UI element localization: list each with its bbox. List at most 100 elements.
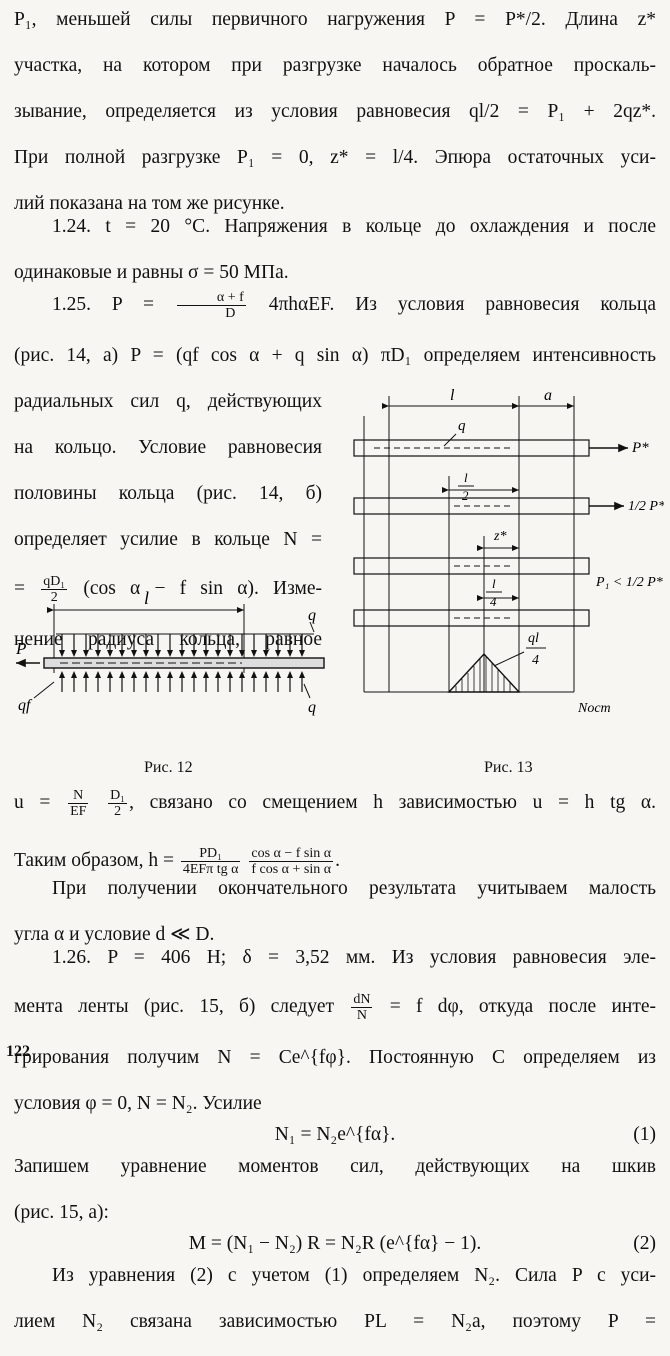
numerator: qD₁ [41, 574, 68, 590]
text-fragment: мента ленты (рис. 15, б) следует [14, 995, 335, 1017]
equation-number: (1) [633, 1124, 656, 1145]
hatching [455, 656, 511, 692]
label-l: l [450, 387, 455, 404]
denominator: D [225, 306, 236, 321]
denominator: N [356, 1008, 367, 1023]
text-fragment: 4πhαEF. Из условия равновесия кольца [268, 293, 657, 315]
label-half-l-d: 2 [462, 488, 469, 503]
label-P1: P₁ < 1/2 P* [595, 575, 663, 590]
band-4 [353, 609, 590, 627]
equation-body: M = (N₁ − N₂) R = N₂R (e^{fα} − 1). [188, 1233, 482, 1254]
label-Nost: Nост [577, 701, 611, 716]
distributed-load-bottom-heads [59, 671, 305, 678]
label-Pstar: P* [631, 440, 649, 456]
text-line: участка, на котором при разгрузке начало… [14, 55, 656, 76]
label-ql4-d: 4 [532, 653, 539, 668]
label-q: q [458, 418, 466, 434]
leader-line [303, 683, 311, 699]
text-fragment: , связано со смещением h зависимостью u … [129, 791, 656, 813]
label-ql4-n: ql [528, 631, 539, 646]
text-line: 1.26. P = 406 Н; δ = 3,52 мм. Из условия… [52, 947, 656, 968]
figure-13: l a q P* l 2 1/2 P* z* [353, 387, 664, 716]
label-a: a [544, 387, 552, 404]
text-line: зывание, определяется из условия равнове… [14, 101, 656, 122]
equation-body: N₁ = N₂e^{fα}. [274, 1124, 396, 1145]
label-qf: qf [18, 697, 33, 714]
text-line: При получении окончательного результата … [52, 878, 656, 899]
text-line: грирования получим N = Ce^{fφ}. Постоянн… [14, 1047, 656, 1068]
text-line: Из уравнения (2) с учетом (1) определяем… [52, 1265, 656, 1286]
equation-2: M = (N₁ − N₂) R = N₂R (e^{fα} − 1). (2) [14, 1224, 656, 1264]
book-page: P₁, меньшей силы первичного нагружения P… [14, 8, 664, 1356]
text-line: (рис. 15, а): [14, 1202, 109, 1223]
text-line: Запишем уравнение моментов сил, действую… [14, 1156, 656, 1177]
text-line: одинаковые и равны σ = 50 МПа. [14, 262, 289, 283]
text-line: (рис. 14, а) P = (qf cos α + q sin α) πD… [14, 345, 656, 366]
page-number: 122 [6, 1043, 30, 1060]
band-3 [353, 557, 590, 575]
text-line: радиальных сил q, действующих [14, 391, 322, 412]
text-line: условия φ = 0, N = N₂. Усилие [14, 1093, 262, 1114]
leader-line [493, 651, 525, 667]
label-q-bottom: q [308, 699, 316, 716]
leader-line [309, 621, 315, 633]
numerator: D₁ [108, 788, 128, 804]
numerator: α + f [176, 290, 246, 306]
denominator: 2 [50, 590, 58, 605]
text-fragment: = f dφ, откуда после инте- [389, 995, 657, 1017]
label-P: P [15, 639, 26, 658]
narrow-column: радиальных сил q, действующих на кольцо.… [14, 390, 322, 674]
equation-number: (2) [633, 1233, 656, 1254]
residual-force-triangle [447, 652, 521, 693]
label-zstar: z* [493, 529, 506, 544]
numerator: cos α − f sin α [249, 846, 334, 862]
text-fragment: = [14, 577, 25, 599]
text-fragment: . [335, 849, 340, 871]
text-line: P₁, меньшей силы первичного нагружения P… [14, 9, 656, 30]
text-fragment: 1.25. P = [52, 293, 154, 315]
label-q-top: q [308, 607, 316, 624]
denominator: EF [70, 804, 87, 819]
text-line: угла α и условие d ≪ D. [14, 924, 215, 945]
text-fragment: Таким образом, h = [14, 849, 174, 871]
numerator: N [68, 788, 89, 804]
figure-caption: Рис. 12 [144, 759, 193, 776]
label-half-l-n: l [464, 470, 468, 485]
frame-lines [363, 396, 575, 693]
text-line: лий показана на том же рисунке. [14, 193, 285, 214]
text-line: определяет усилие в кольце N = [14, 529, 322, 550]
figures-block: радиальных сил q, действующих на кольцо.… [14, 387, 664, 776]
text-line: на кольцо. Условие равновесия [14, 437, 322, 458]
text-fragment: (cos α − f sin α). Изме- [83, 577, 322, 599]
text-line: При полной разгрузке P₁ = 0, z* = l/4. Э… [14, 147, 656, 168]
distributed-load-top-heads [59, 650, 305, 657]
text-line: 1.24. t = 20 °C. Напряжения в кольце до … [52, 216, 656, 237]
label-l: l [144, 588, 149, 608]
leader-line [33, 681, 55, 699]
numerator: PD₁ [180, 846, 241, 862]
denominator: f cos α + sin α [251, 862, 332, 877]
denominator: 4EFπ tg α [182, 862, 239, 877]
label-quarter-l-n: l [492, 576, 496, 591]
numerator: dN [351, 992, 373, 1008]
text-line: лием N₂ связана зависимостью PL = N₂a, п… [14, 1311, 656, 1332]
equation-1: N₁ = N₂e^{fα}. (1) [14, 1115, 656, 1155]
figure-caption: Рис. 13 [484, 759, 533, 776]
text-fragment: u = [14, 791, 51, 813]
denominator: 2 [114, 804, 122, 819]
figure-12: l q P [15, 588, 325, 716]
label-half-P: 1/2 P* [628, 499, 664, 514]
text-line: половины кольца (рис. 14, б) [14, 483, 322, 504]
